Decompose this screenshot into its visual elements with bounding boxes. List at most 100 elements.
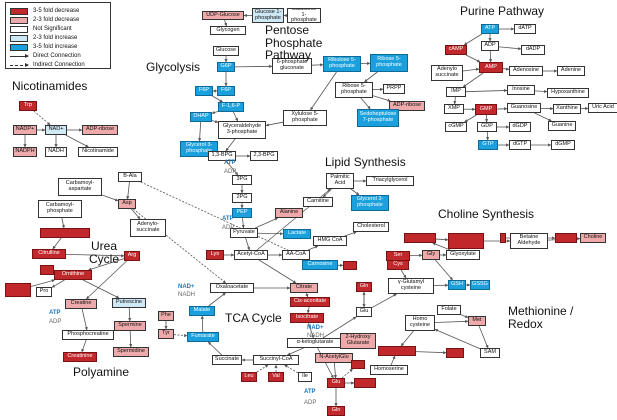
metabolite-udpglucose: UDP-Glucose — [202, 11, 244, 20]
edge-imp-to-inosine — [465, 88, 508, 93]
section-lipid: Lipid Synthesis — [325, 155, 406, 169]
cofactor-adp: ADP — [222, 225, 235, 231]
metabolite-nad: NAD+ — [45, 125, 67, 135]
edge-folate-to-met — [460, 314, 469, 318]
metabolite-adenosine: Adenosine — [509, 66, 543, 76]
metabolite-xmp: XMP — [444, 104, 464, 114]
legend-label: 2-3 fold increase — [33, 35, 78, 41]
metabolite-guanine: Guanine — [548, 121, 576, 131]
metabolite-lipid_red — [343, 261, 357, 270]
metabolite-cys: Cys — [387, 260, 409, 270]
cofactor-atp: ATP — [222, 216, 234, 222]
metabolite-cgmp: cGMP — [445, 122, 467, 132]
legend: 3-5 fold decrease 2-3 fold decrease Not … — [5, 2, 111, 69]
edge-palmitic-to-glycerol3p_l — [350, 188, 360, 196]
edge-bpg13-to-pg3 — [225, 160, 239, 176]
metabolite-creatinine: Creatinine — [63, 352, 97, 362]
edge-asp-to-adenylsucc2 — [131, 208, 141, 220]
cofactor-nadh: NADH — [307, 333, 325, 339]
metabolite-gdp: GDP — [477, 122, 497, 132]
metabolite-pep: PEP — [232, 208, 252, 218]
metabolite-glucose: Glucose — [213, 46, 239, 56]
legend-item-ns: Not Significant — [10, 25, 72, 33]
metabolite-glu_b: Glu — [327, 378, 345, 388]
metabolite-gly: Gly — [422, 250, 440, 260]
edge-glu_t-to-glutamylcys — [371, 293, 397, 308]
section-nicotinamides: Nicotinamides — [12, 79, 88, 93]
metabolite-prpp: PRPP — [383, 84, 405, 94]
metabolite-citrate: Citrate — [290, 283, 318, 293]
metabolite-camp: cAMP — [445, 45, 467, 55]
edge-aacoa-to-hmgcoa — [307, 245, 319, 251]
edge-nad-to-nicotinamide — [65, 134, 89, 148]
edge-amp-to-adenosine — [502, 67, 510, 71]
edge-acetylcoa-to-citrate — [258, 259, 297, 284]
metabolite-g3p_cyto: Glyceraldehyde 3-phosphate — [218, 121, 266, 139]
edge-leu-to-succinylcoa — [256, 364, 269, 373]
section-tca: TCA Cycle — [225, 311, 282, 325]
edge-malate-to-oxaloacetate — [208, 292, 226, 307]
metabolite-aacoa: AA-CoA — [282, 250, 310, 260]
edge-ribose5p-to-adpribose_p — [372, 95, 391, 102]
metabolite-succinate: Succinate — [212, 355, 242, 365]
legend-swatch — [10, 16, 28, 24]
edge-ribulose5p-to-xylulose5p — [310, 71, 337, 111]
metabolite-inosine: Inosine — [507, 85, 535, 95]
metabolite-isocitrate: Isocitrate — [290, 313, 324, 323]
metabolite-creatine: Creatine — [65, 299, 97, 309]
metabolite-glu_t: Glu — [356, 307, 372, 317]
metabolite-cholesterol: Cholesterol — [353, 222, 389, 232]
metabolite-arg: Arg — [124, 251, 140, 261]
edge-adp-to-amp — [489, 50, 493, 63]
metabolite-g6p: G6P — [217, 62, 235, 72]
cofactor-adp: ADP — [224, 169, 237, 175]
edge-creatine-to-phosphocreatine — [81, 308, 88, 331]
legend-label: 3-5 fold increase — [33, 44, 78, 50]
edge-bala-to-asp — [126, 181, 130, 200]
metabolite-succinylcoa: Succinyl-CoA — [253, 355, 299, 365]
metabolite-dhap: DHAP — [190, 112, 212, 122]
metabolite-ile: Ile — [298, 372, 312, 382]
legend-item-dec35: 3-5 fold decrease — [10, 7, 79, 15]
metabolite-adenylosucc: Adenylo succinate — [431, 65, 463, 81]
edge-udpglucose-to-glycogen — [224, 19, 228, 27]
edge-methionine_red1-to-methionine_red2 — [415, 350, 447, 355]
edge-sam-to-homocysteine — [434, 329, 481, 350]
cofactor-atp: ATP — [49, 310, 61, 316]
edge-atp-to-camp — [463, 33, 483, 46]
edge-arg-to-creatine — [86, 260, 127, 300]
metabolite-adpribose_n: ADP-ribose — [82, 125, 118, 135]
metabolite-akg: α-ketoglutarate — [287, 338, 343, 348]
edge-carbasp-to-asp — [101, 194, 119, 202]
edge-isocitrate-to-akg — [308, 322, 315, 339]
metabolite-gssg: GSSG — [470, 280, 490, 290]
metabolite-glyoxylate: Glyoxylate — [446, 250, 480, 260]
edge-arg-to-urea_orn — [88, 258, 125, 271]
metabolite-putrescine: Putrescine — [112, 298, 146, 308]
metabolite-adenylsucc2: Adenylo-succinate — [130, 219, 166, 237]
edge-bala-to-carnosine — [140, 181, 310, 261]
metabolite-glycerol3p_l: Glycerol 3-phosphate — [351, 195, 389, 211]
edge-urea_red1-to-urea_citrulline — [52, 237, 62, 250]
metabolite-bpg23: 2,3-BPG — [250, 151, 278, 161]
section-choline: Choline Synthesis — [438, 207, 535, 221]
indirect-arrow-icon — [10, 62, 29, 67]
metabolite-pg2: 2PG — [232, 193, 252, 203]
metabolite-choline_red3 — [500, 233, 506, 243]
cofactor-atp: ATP — [304, 389, 316, 395]
edge-urea_orn-to-pro — [51, 279, 65, 288]
legend-swatch — [10, 34, 28, 42]
metabolite-dgdp: dGDP — [509, 122, 531, 132]
edge-dhap-to-glycerol3p — [198, 121, 202, 142]
metabolite-leu: Leu — [241, 372, 257, 382]
metabolite-carbasp: Carbamoyl-aspartate — [58, 178, 102, 196]
edge-f6p-to-f16bp — [212, 95, 223, 103]
edge-inosine-to-hypoxanthine — [534, 89, 548, 94]
edge-gmp-to-cgmp — [464, 114, 477, 123]
metabolite-folate: Folate — [437, 305, 461, 315]
metabolite-datp: dATP — [514, 24, 536, 34]
metabolite-spermidine: Spermidine — [113, 347, 149, 357]
section-purine: Purine Pathway — [460, 4, 545, 18]
edge-cisaconitate-to-isocitrate — [306, 306, 311, 314]
